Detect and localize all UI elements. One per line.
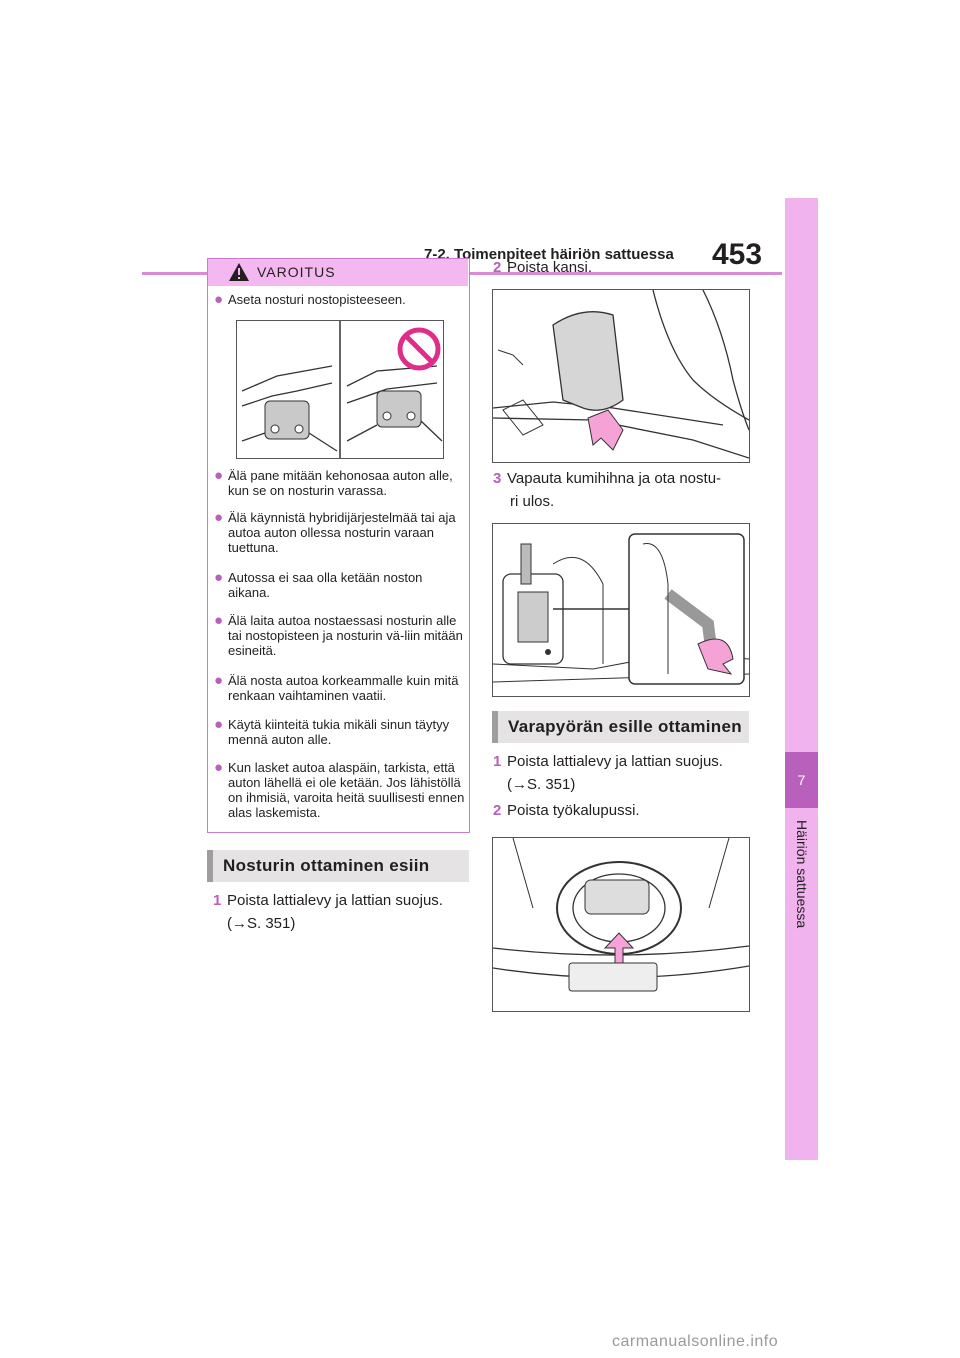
page-number: 453 <box>712 238 763 271</box>
bullet-icon: ● <box>214 509 224 526</box>
tool-bag-figure <box>492 837 750 1012</box>
section-title: 7-2. Toimenpiteet häiriön sattuessa <box>424 246 674 263</box>
warning-header <box>208 259 468 286</box>
warning-item: ● Käytä kiinteitä tukia mikäli sinun täy… <box>214 716 450 747</box>
bullet-icon: ● <box>214 759 224 776</box>
warning-item: ● Älä pane mitään kehonosaa auton alle, … <box>214 467 453 498</box>
warning-item: ● Kun lasket autoa alaspäin, tarkista, e… <box>214 759 465 820</box>
warning-item: ● Aseta nosturi nostopisteeseen. <box>214 291 406 308</box>
bullet-icon: ● <box>214 569 224 586</box>
bullet-icon: ● <box>214 467 224 484</box>
bullet-icon: ● <box>214 291 224 308</box>
jack-step-1-reference: (→S. 351) <box>227 915 296 932</box>
chapter-side-tab <box>785 198 818 1160</box>
warning-item: ● Älä käynnistä hybridijärjestelmää tai … <box>214 509 456 555</box>
chapter-number-box <box>785 752 818 808</box>
spare-step-2: 2 Poista työkalupussi. <box>493 802 640 819</box>
cover-removal-figure <box>492 289 750 463</box>
bullet-icon: ● <box>214 612 224 629</box>
bullet-icon: ● <box>214 672 224 689</box>
spare-step-1: 1 Poista lattialevy ja lattian suojus. <box>493 753 723 770</box>
jack-step-1: 1 Poista lattialevy ja lattian suojus. <box>213 892 443 909</box>
spare-tire-section-heading: Varapyörän esille ottaminen <box>492 711 749 743</box>
bullet-icon: ● <box>214 716 224 733</box>
warning-triangle-icon <box>229 263 249 281</box>
jack-strap-figure <box>492 523 750 697</box>
jack-step-2: 2 Poista kansi. <box>493 259 593 276</box>
warning-title: VAROITUS <box>257 264 336 280</box>
jack-section-heading: Nosturin ottaminen esiin <box>207 850 469 882</box>
jack-step-3: 3 Vapauta kumihihna ja ota nostu- <box>493 470 722 487</box>
jack-step-3-continued: ri ulos. <box>510 493 555 510</box>
warning-item: ● Älä laita autoa nostaessasi nosturin a… <box>214 612 463 658</box>
chapter-number: 7 <box>797 772 806 788</box>
warning-item: ● Älä nosta autoa korkeammalle kuin mitä… <box>214 672 459 703</box>
warning-item: ● Autossa ei saa olla ketään noston aika… <box>214 569 423 600</box>
footer-watermark: carmanualsonline.info <box>612 1333 779 1350</box>
spare-step-1-reference: (→S. 351) <box>507 776 576 793</box>
jack-placement-figure <box>236 320 444 459</box>
chapter-label: Häiriön sattuessa <box>794 820 810 929</box>
